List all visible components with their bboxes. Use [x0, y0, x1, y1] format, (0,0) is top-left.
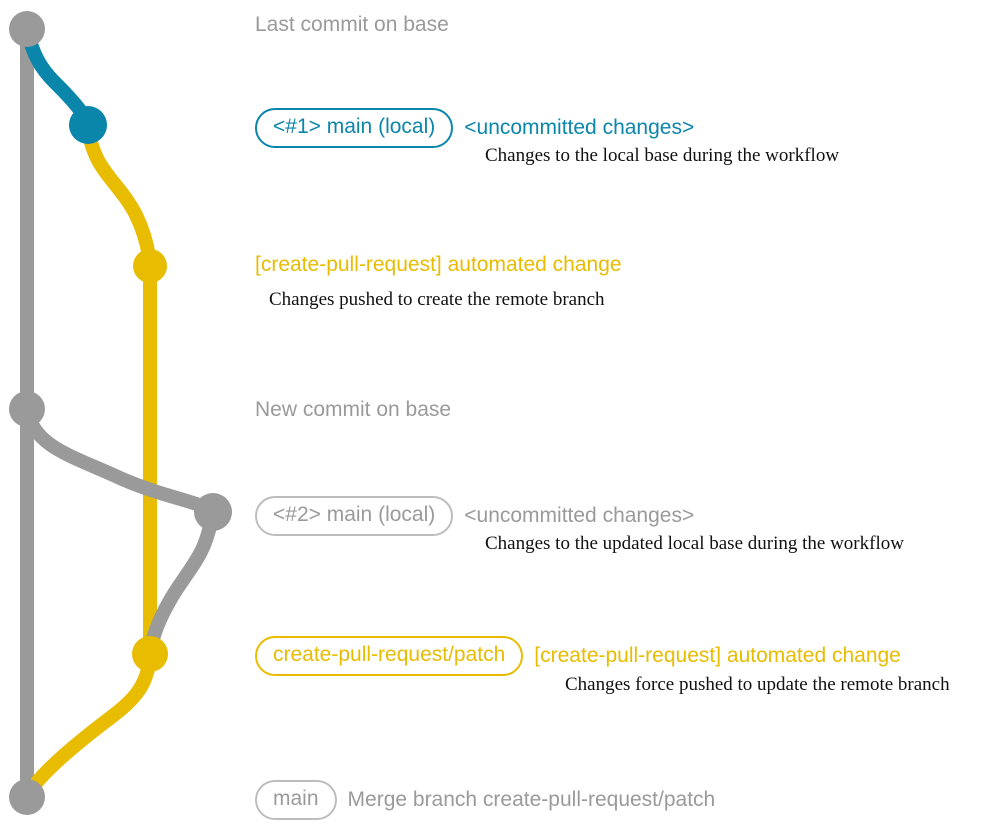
commit-subject: New commit on base	[255, 398, 452, 421]
branch-badge-main-local-2[interactable]: <#2> main (local)	[255, 496, 454, 536]
commit-subject: [create-pull-request] automated change	[534, 644, 901, 667]
edge-basenew-to-local2	[20, 402, 220, 519]
commit-subject: <uncommitted changes>	[464, 116, 695, 139]
node-base-top[interactable]	[9, 11, 45, 47]
commit-row-local-1: <#1> main (local) <uncommitted changes>	[255, 108, 694, 148]
node-local-1[interactable]	[69, 106, 107, 144]
commit-subject: Last commit on base	[255, 13, 449, 36]
commit-note-automated-change-1: Changes pushed to create the remote bran…	[269, 289, 605, 310]
commit-subject: Merge branch create-pull-request/patch	[347, 788, 716, 811]
branch-badge-create-pull-request-patch[interactable]: create-pull-request/patch	[255, 636, 524, 676]
branch-badge-main[interactable]: main	[255, 780, 337, 820]
commit-subject: [create-pull-request] automated change	[255, 253, 622, 276]
node-local-2[interactable]	[194, 493, 232, 531]
commit-row-merge: main Merge branch create-pull-request/pa…	[255, 780, 715, 820]
node-patch-2[interactable]	[132, 636, 168, 672]
branch-badge-main-local-1[interactable]: <#1> main (local)	[255, 108, 454, 148]
commit-subject: <uncommitted changes>	[464, 504, 695, 527]
commit-row-new-commit-on-base: New commit on base	[255, 398, 451, 422]
node-base-new[interactable]	[9, 391, 45, 427]
commit-note-local-1: Changes to the local base during the wor…	[485, 145, 840, 166]
commit-note-automated-change-2: Changes force pushed to update the remot…	[565, 674, 950, 695]
commit-row-automated-change-1: [create-pull-request] automated change	[255, 253, 622, 277]
commit-row-last-commit-on-base: Last commit on base	[255, 13, 449, 37]
commit-row-automated-change-2: create-pull-request/patch [create-pull-r…	[255, 636, 901, 676]
commit-row-local-2: <#2> main (local) <uncommitted changes>	[255, 496, 694, 536]
commit-note-local-2: Changes to the updated local base during…	[485, 533, 904, 554]
node-merge[interactable]	[9, 779, 45, 815]
edge-patch2-to-merge	[20, 647, 157, 804]
node-patch-1[interactable]	[133, 249, 167, 283]
